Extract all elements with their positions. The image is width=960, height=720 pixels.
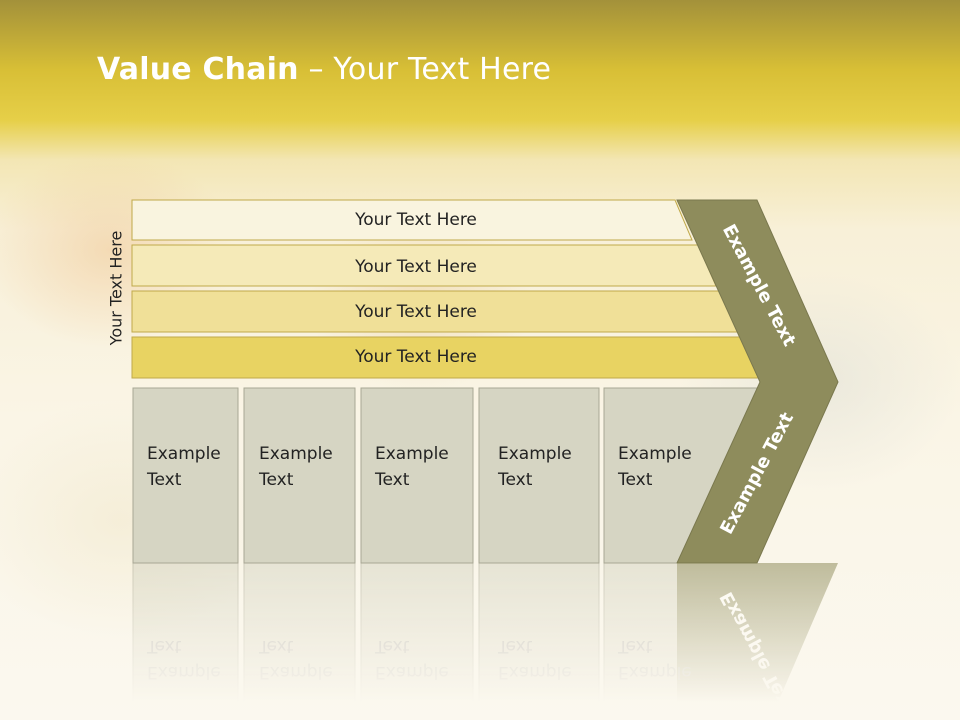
bar-3-label: Your Text Here — [354, 302, 477, 322]
slide-title: Value Chain – Your Text Here — [97, 52, 551, 87]
title-rest: – Your Text Here — [298, 52, 552, 87]
cell-4[interactable] — [478, 387, 600, 564]
title-bold: Value Chain — [97, 52, 299, 87]
cell-4-line1: Example — [498, 444, 572, 464]
cell-5-line1: Example — [618, 444, 692, 464]
reflection-cell-4-line1: Example — [498, 662, 572, 682]
cells-group: Example Text Example Text Example Text E… — [132, 387, 761, 564]
reflection-cell-3-line2: Text — [374, 636, 410, 656]
reflection-cell-3-line1: Example — [375, 662, 449, 682]
bar-1-label: Your Text Here — [354, 210, 477, 230]
cell-2[interactable] — [243, 387, 356, 564]
bar-1[interactable] — [131, 199, 693, 241]
reflection-cell-5-line1: Example — [618, 662, 692, 682]
cell-3-line1: Example — [375, 444, 449, 464]
cell-5-line2: Text — [617, 470, 653, 490]
reflection-cell-3 — [360, 562, 474, 720]
reflection-cell-2-line1: Example — [259, 662, 333, 682]
bar-4-label: Your Text Here — [354, 347, 477, 367]
reflection-cell-1 — [132, 562, 239, 720]
reflection-cell-2 — [243, 562, 356, 720]
reflection-cell-1-line1: Example — [147, 662, 221, 682]
cell-2-line2: Text — [258, 470, 294, 490]
bars-group: Your Text Here Your Text Here Your Text … — [131, 199, 764, 379]
reflection-cell-2-line2: Text — [258, 636, 294, 656]
cell-1[interactable] — [132, 387, 239, 564]
reflection-cell-5-line2: Text — [617, 636, 653, 656]
reflection-cell-4 — [478, 562, 600, 720]
reflection-cell-1-line2: Text — [146, 636, 182, 656]
bar-2-label: Your Text Here — [354, 257, 477, 277]
reflection: Example Text Example Text Example Text E… — [132, 562, 838, 720]
cell-1-line1: Example — [147, 444, 221, 464]
reflection-chevron — [677, 563, 838, 720]
reflection-cell-4-line2: Text — [497, 636, 533, 656]
cell-3-line2: Text — [374, 470, 410, 490]
cell-4-line2: Text — [497, 470, 533, 490]
cell-2-line1: Example — [259, 444, 333, 464]
cell-1-line2: Text — [146, 470, 182, 490]
cell-3[interactable] — [360, 387, 474, 564]
